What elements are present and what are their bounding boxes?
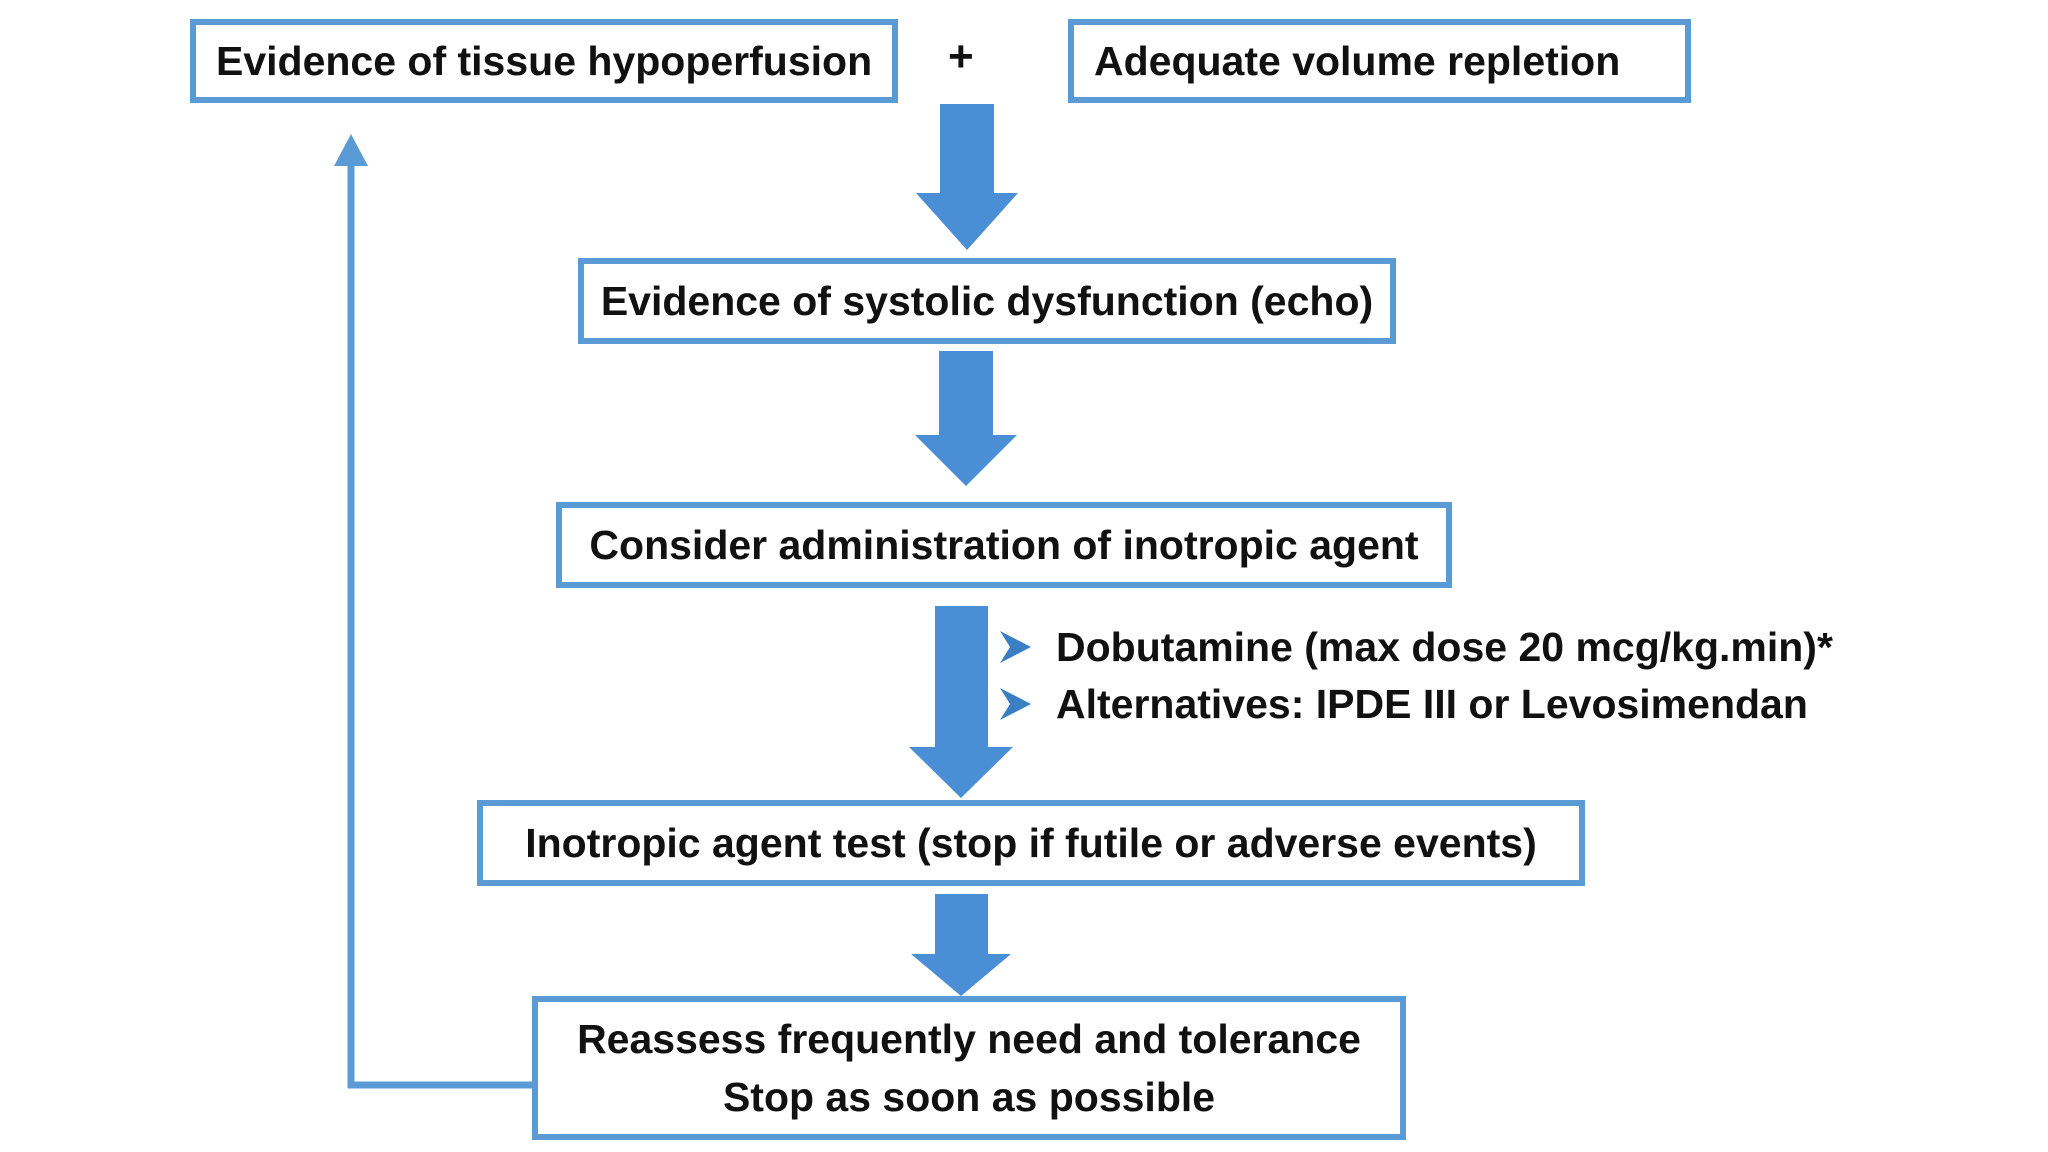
option-alternatives-label: Alternatives: IPDE III or Levosimendan [1056,680,1808,727]
systolic-dysfunction-box: Evidence of systolic dysfunction (echo) [578,258,1396,344]
inotropic-test-label: Inotropic agent test (stop if futile or … [525,819,1537,866]
arrow-down-icon [916,104,1018,250]
volume-repletion-box: Adequate volume repletion [1068,19,1691,103]
reassess-label: Reassess frequently need and tolerance [577,1016,1361,1062]
tissue-hypoperfusion-label: Evidence of tissue hypoperfusion [216,37,873,84]
plus-sign: + [948,32,974,81]
chevron-right-icon [1000,688,1031,720]
systolic-dysfunction-label: Evidence of systolic dysfunction (echo) [600,277,1374,324]
consider-inotropic-label: Consider administration of inotropic age… [589,521,1419,568]
option-dobutamine-label: Dobutamine (max dose 20 mcg/kg.min)* [1056,623,1833,670]
arrow-up-icon [334,134,368,166]
inotropic-test-box: Inotropic agent test (stop if futile or … [477,800,1585,886]
stop-label: Stop as soon as possible [722,1074,1216,1120]
arrow-down-icon [909,606,1013,798]
volume-repletion-label: Adequate volume repletion [1094,37,1621,84]
feedback-loop-line [347,160,534,1089]
chevron-right-icon [1000,631,1031,663]
arrow-down-icon [915,351,1017,486]
arrow-down-icon [911,894,1011,996]
consider-inotropic-box: Consider administration of inotropic age… [556,502,1452,588]
reassess-box: Reassess frequently need and tolerance S… [532,996,1406,1140]
option-alternatives: Alternatives: IPDE III or Levosimendan [996,677,1808,731]
option-dobutamine: Dobutamine (max dose 20 mcg/kg.min)* [996,620,1833,674]
tissue-hypoperfusion-box: Evidence of tissue hypoperfusion [190,19,898,103]
